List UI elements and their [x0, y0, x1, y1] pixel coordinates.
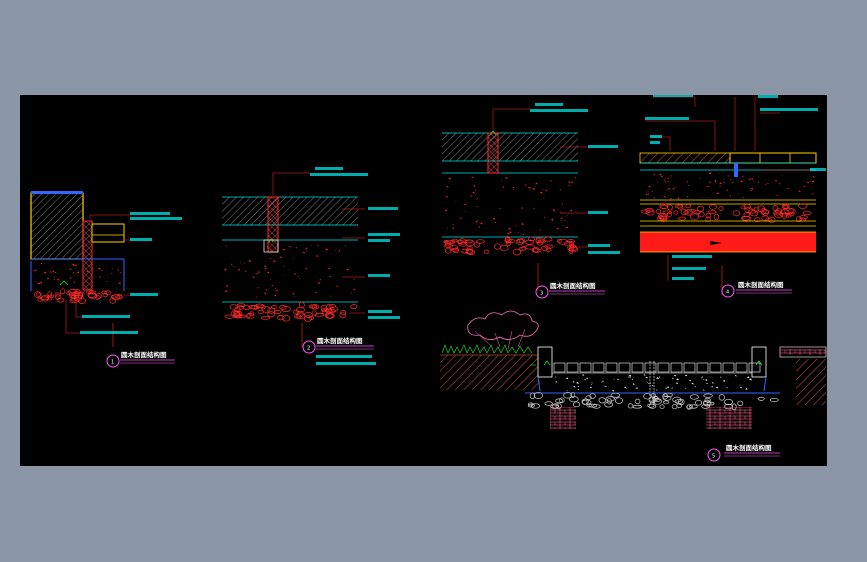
cad-drawing: 1 圆木剖面结构图 2 圆木剖面结构图 — [30, 95, 827, 462]
section-3-title-text: 圆木剖面结构图 — [550, 281, 596, 290]
section-5 — [440, 310, 827, 429]
cad-viewport[interactable]: 1 圆木剖面结构图 2 圆木剖面结构图 — [20, 95, 827, 466]
section-1-number: 1 — [111, 360, 114, 366]
section-5-number: 5 — [712, 454, 715, 460]
section-4 — [639, 95, 826, 295]
section-5-title-text: 圆木剖面结构图 — [726, 443, 772, 452]
section-4-title: 4 圆木剖面结构图 — [721, 280, 792, 298]
section-2-title: 2 圆木剖面结构图 — [302, 336, 374, 354]
section-1 — [30, 191, 182, 347]
section-3 — [442, 103, 620, 290]
section-2 — [222, 167, 400, 365]
section-2-title-text: 圆木剖面结构图 — [317, 336, 363, 345]
section-3-title: 3 圆木剖面结构图 — [535, 281, 605, 299]
section-5-title: 5 圆木剖面结构图 — [707, 443, 780, 462]
section-1-title-text: 圆木剖面结构图 — [121, 350, 167, 359]
section-2-number: 2 — [307, 346, 310, 352]
section-4-title-text: 圆木剖面结构图 — [738, 280, 784, 289]
section-1-title: 1 圆木剖面结构图 — [106, 350, 175, 368]
section-3-number: 3 — [540, 291, 543, 297]
section-4-number: 4 — [726, 290, 729, 296]
